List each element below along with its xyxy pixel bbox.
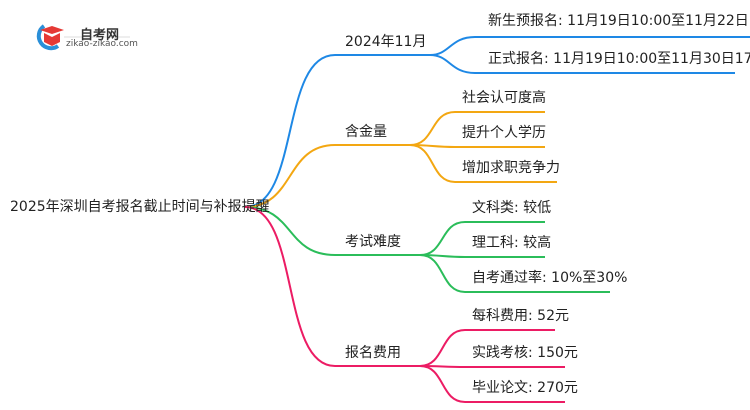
- leaf-fees-1: 每科费用: 52元: [472, 308, 569, 324]
- branch-2024-nov: 2024年11月: [345, 34, 427, 50]
- logo-title: 自考网: [80, 28, 120, 43]
- leaf-formal-registration: 正式报名: 11月19日10:00至11月30日17:00: [488, 51, 750, 67]
- branch-value: 含金量: [345, 124, 387, 140]
- leaf-value-2: 提升个人学历: [462, 125, 546, 141]
- logo-icon: [36, 24, 64, 51]
- leaf-value-1: 社会认可度高: [462, 90, 546, 106]
- leaf-fees-3: 毕业论文: 270元: [472, 380, 578, 396]
- branch-difficulty: 考试难度: [345, 234, 401, 250]
- leaf-pre-registration: 新生预报名: 11月19日10:00至11月22日12:00: [488, 13, 750, 29]
- logo-subtitle: zikao-zikao.com: [66, 39, 138, 49]
- leaf-difficulty-3: 自考通过率: 10%至30%: [472, 270, 628, 286]
- root-node: 2025年深圳自考报名截止时间与补报提醒: [10, 199, 270, 215]
- leaf-fees-2: 实践考核: 150元: [472, 345, 578, 361]
- branch-fees: 报名费用: [345, 345, 401, 361]
- leaf-value-3: 增加求职竞争力: [462, 160, 560, 176]
- leaf-difficulty-1: 文科类: 较低: [472, 200, 552, 216]
- leaf-difficulty-2: 理工科: 较高: [472, 235, 552, 251]
